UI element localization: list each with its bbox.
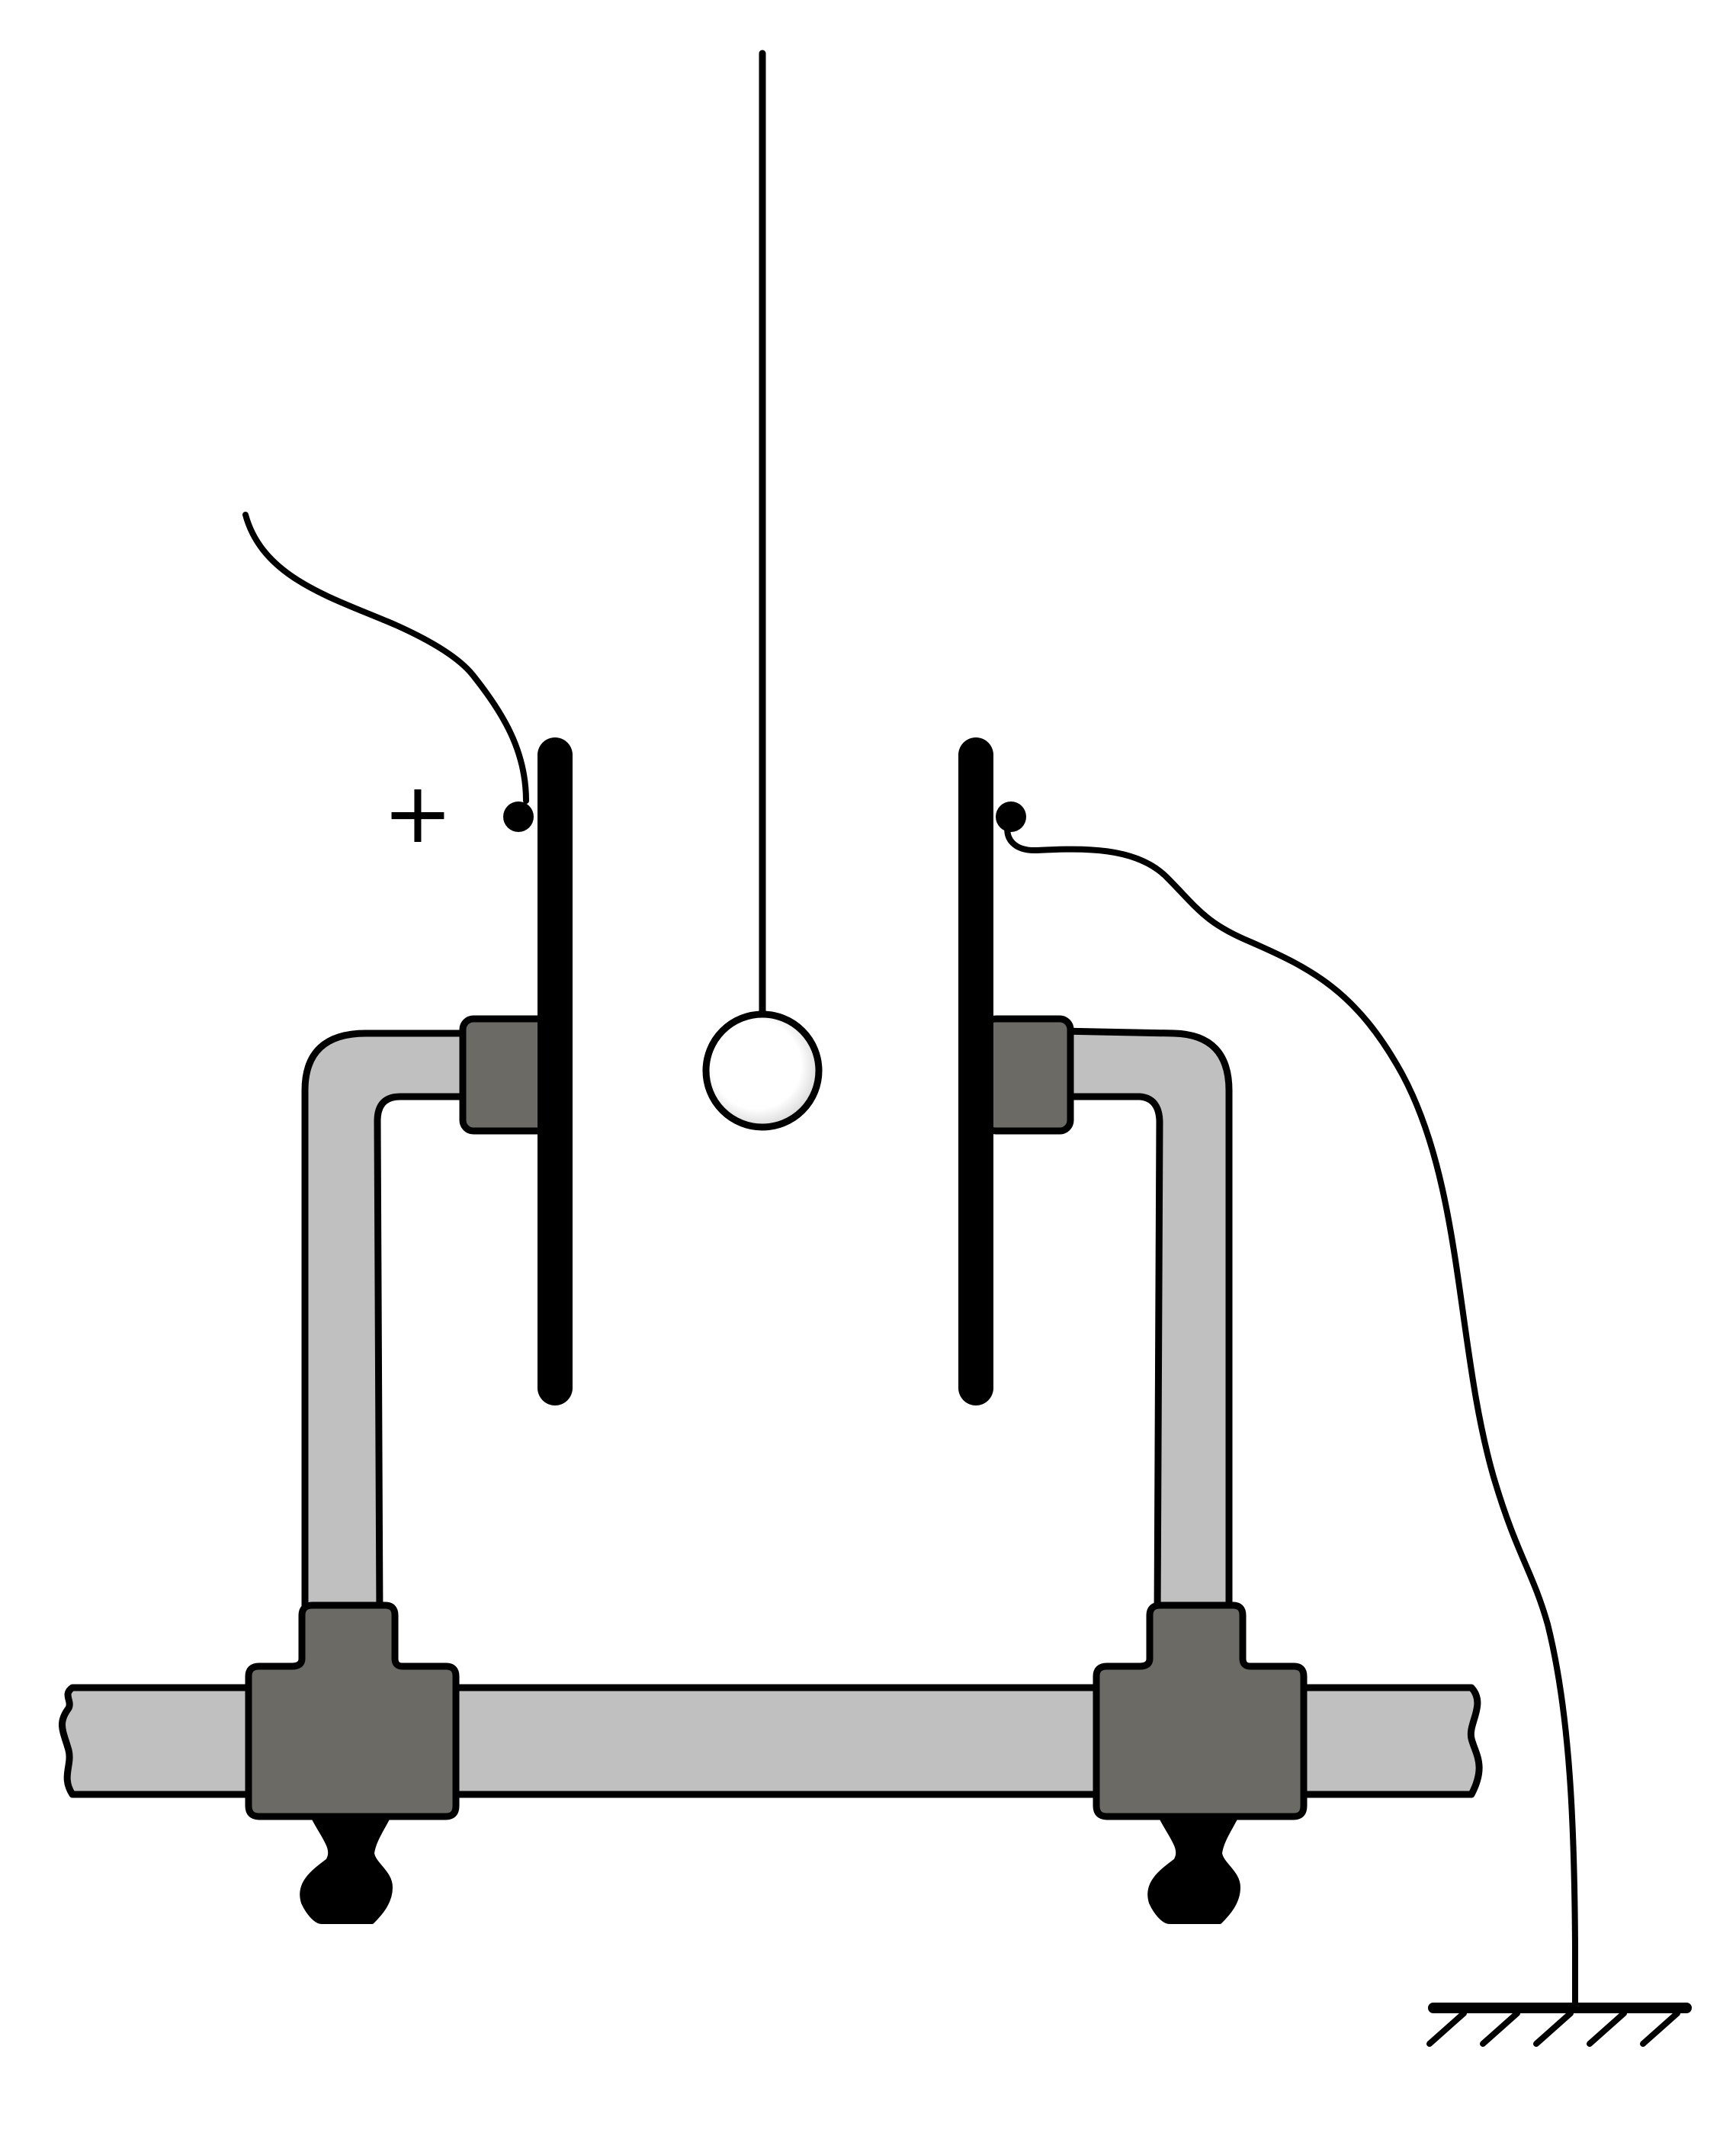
left-terminal — [503, 801, 534, 832]
left-base-clamp — [245, 1601, 460, 1820]
right-plate-clamp — [981, 1015, 1074, 1135]
left-bent-support-rod — [301, 1030, 473, 1621]
right-terminal — [996, 801, 1026, 832]
right-lead-wire — [1004, 821, 1578, 2011]
left-clamp-screw — [300, 1817, 393, 1924]
left-lead-wire — [242, 512, 529, 804]
ground-symbol — [1426, 2003, 1692, 2047]
right-clamp-screw — [1147, 1817, 1240, 1924]
charged-ball — [702, 1010, 823, 1131]
right-bent-support-rod — [1057, 1027, 1233, 1621]
right-base-clamp — [1093, 1601, 1308, 1820]
left-plate-polarity-label: + — [383, 764, 453, 862]
